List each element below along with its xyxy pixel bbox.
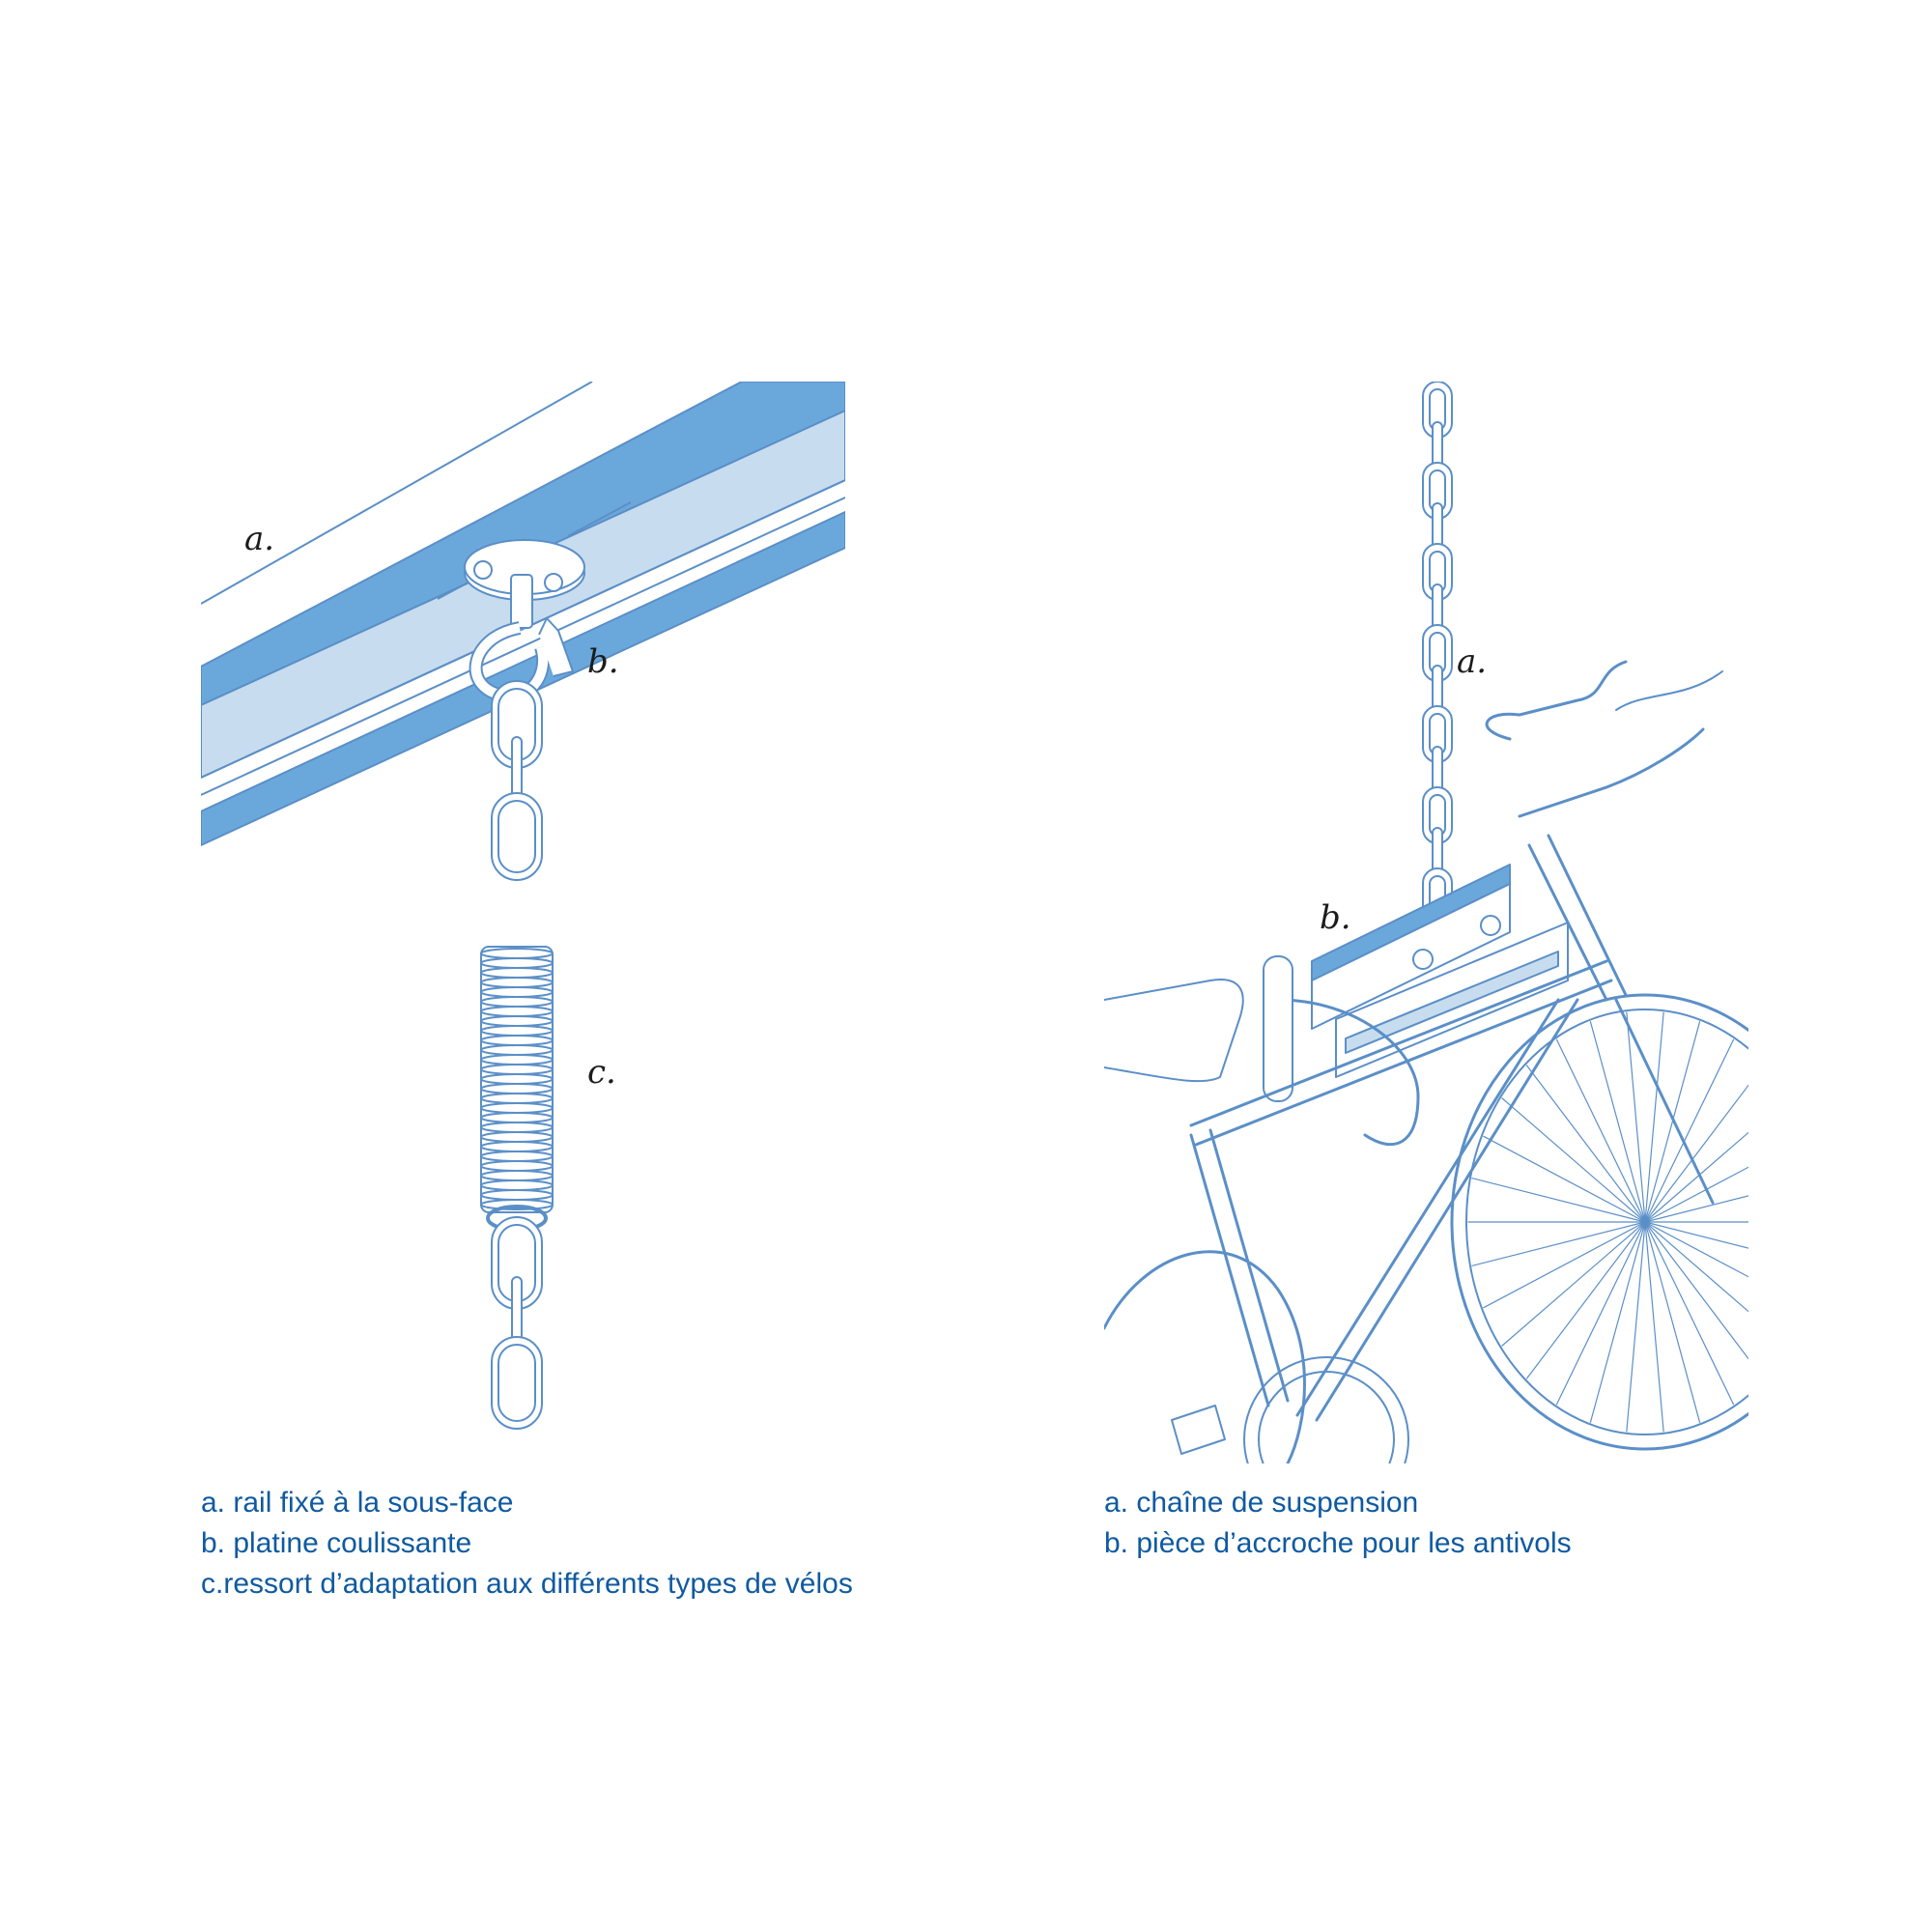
chain-upper [491, 680, 543, 881]
seat-post [1263, 955, 1293, 1102]
spoke [1589, 1221, 1646, 1423]
spoke [1501, 1097, 1646, 1223]
spoke [1644, 1221, 1748, 1249]
callout-a: a. [244, 520, 275, 558]
top-tube [1189, 959, 1608, 1127]
hook-shank [510, 574, 533, 629]
bike-illustration: a. b. [1104, 382, 1748, 1463]
handlebar [1485, 660, 1628, 741]
chain-link [491, 1336, 543, 1430]
callout-b: b. [1320, 898, 1351, 937]
spoke [1525, 1221, 1646, 1379]
spoke [1644, 1221, 1748, 1360]
spoke [1644, 1166, 1748, 1223]
spoke [1525, 1065, 1646, 1223]
spoke [1644, 1221, 1664, 1433]
u-lock [1276, 998, 1420, 1146]
right-caption-list: a. chaîne de suspension b. pièce d’accro… [1104, 1483, 1572, 1564]
rail-slot-line [567, 501, 632, 537]
callout-c: c. [587, 1053, 616, 1092]
left-caption-list: a. rail fixé à la sous-face b. platine c… [201, 1483, 853, 1605]
spoke [1626, 1221, 1646, 1433]
spoke [1644, 1084, 1748, 1223]
front-wheel-spokes [1467, 1011, 1748, 1433]
left-caption-b: b. platine coulissante [201, 1527, 472, 1559]
spoke [1483, 1221, 1646, 1309]
spoke [1471, 1178, 1646, 1223]
rail-top-edge [201, 382, 593, 605]
stem [1518, 727, 1705, 818]
bike-drawing [1104, 382, 1748, 1463]
plate-bolt [473, 560, 493, 580]
fork [1614, 998, 1715, 1205]
callout-b: b. [587, 642, 619, 681]
spring [480, 946, 554, 1232]
hook-latch [538, 617, 574, 677]
left-caption-a: a. rail fixé à la sous-face [201, 1487, 514, 1519]
right-caption-a: a. chaîne de suspension [1104, 1487, 1419, 1519]
spoke [1555, 1221, 1646, 1406]
spoke [1589, 1021, 1646, 1223]
seat-tube [1189, 1133, 1270, 1407]
rail-lower-band [201, 511, 845, 846]
chain-link [491, 792, 543, 881]
spoke [1501, 1221, 1646, 1347]
front-wheel [1450, 993, 1748, 1451]
spring-coil [480, 1199, 554, 1210]
spoke [1644, 1221, 1701, 1423]
spoke [1644, 1221, 1748, 1278]
suspension-chain [1422, 382, 1453, 925]
spoke [1483, 1135, 1646, 1223]
rail-illustration: a. b. c. [201, 382, 845, 1463]
spoke [1644, 1011, 1664, 1223]
spoke [1644, 1195, 1748, 1223]
down-tube [1295, 998, 1560, 1417]
bracket-front-face [1311, 883, 1511, 1030]
left-caption-c: c.ressort d’adaptation aux différents ty… [201, 1568, 853, 1600]
spoke [1644, 1021, 1701, 1223]
plate-bolt [544, 573, 563, 592]
spoke [1644, 1131, 1748, 1223]
pedal [1171, 1405, 1226, 1455]
spoke [1555, 1038, 1646, 1223]
spoke [1471, 1221, 1646, 1266]
saddle [1104, 979, 1244, 1083]
bracket-hole [1480, 915, 1501, 936]
chainring [1243, 1356, 1409, 1463]
rail-drawing [201, 382, 845, 1430]
bracket-hole [1412, 949, 1434, 970]
head-tube [1527, 843, 1608, 1002]
chain-lower [491, 1216, 543, 1430]
spoke [1626, 1011, 1646, 1223]
callout-a: a. [1457, 642, 1488, 681]
spoke [1644, 1221, 1735, 1406]
spoke [1644, 1221, 1748, 1313]
rear-wheel [1104, 1250, 1306, 1463]
spoke [1644, 1038, 1735, 1223]
right-caption-b: b. pièce d’accroche pour les antivols [1104, 1527, 1572, 1559]
